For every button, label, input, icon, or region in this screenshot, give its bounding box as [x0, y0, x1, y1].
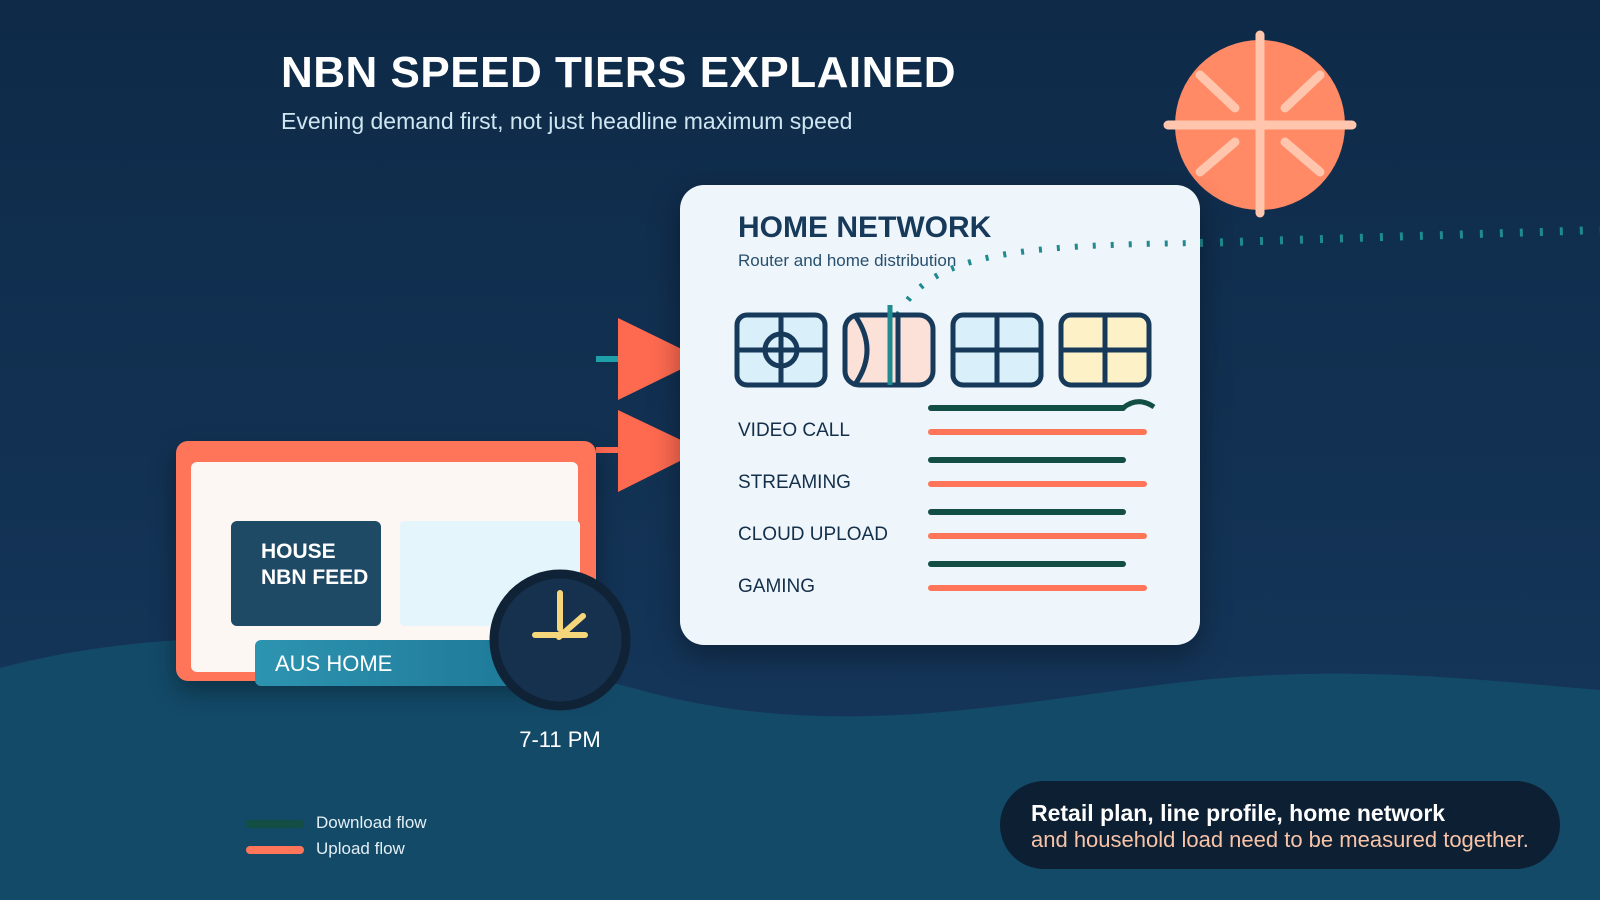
card-graphics — [734, 240, 1200, 591]
card-title: HOME NETWORK — [738, 211, 992, 244]
arrow-bottom-icon — [618, 410, 702, 492]
grid-device-icon — [950, 312, 1044, 388]
arrow-top-icon — [618, 318, 702, 400]
house-nbn-feed-box: HOUSE NBN FEED — [231, 521, 381, 626]
home-network-card: HOME NETWORK Router and home distributio… — [680, 185, 1200, 645]
summary-note-line1: Retail plan, line profile, home network — [1031, 800, 1446, 826]
aus-home-label: AUS HOME — [275, 651, 393, 676]
sun-icon — [1163, 30, 1357, 218]
row-label-cloud-upload: CLOUD UPLOAD — [738, 524, 888, 545]
summary-note: Retail plan, line profile, home network … — [1000, 781, 1560, 869]
feed-label-line1: HOUSE — [261, 540, 336, 563]
legend-upload-label: Upload flow — [316, 839, 405, 858]
window-device-icon — [1058, 312, 1152, 388]
page-subtitle: Evening demand first, not just headline … — [281, 108, 853, 134]
legend-download-swatch — [246, 820, 304, 828]
signal-dotted-line — [1199, 226, 1600, 247]
signal-arc — [895, 240, 1200, 317]
flow-bars — [928, 399, 1156, 591]
aus-home-tag: AUS HOME — [255, 640, 515, 686]
page-title: NBN SPEED TIERS EXPLAINED — [281, 48, 957, 97]
feed-label: HOUSE NBN FEED — [261, 539, 381, 591]
bar-end-curve — [1121, 399, 1156, 411]
feed-label-line2: NBN FEED — [261, 566, 369, 589]
evening-hours-label: 7-11 PM — [519, 727, 601, 752]
legend-download-label: Download flow — [316, 813, 427, 832]
row-label-streaming: STREAMING — [738, 472, 851, 493]
legend-upload-swatch — [246, 846, 304, 854]
row-label-gaming: GAMING — [738, 576, 816, 597]
row-label-video-call: VIDEO CALL — [738, 420, 850, 441]
clock-icon — [489, 569, 631, 711]
summary-note-line2: and household load need to be measured t… — [1031, 827, 1529, 852]
split-device-icon — [842, 305, 936, 388]
target-device-icon — [734, 312, 828, 388]
card-subtitle: Router and home distribution — [738, 251, 957, 270]
